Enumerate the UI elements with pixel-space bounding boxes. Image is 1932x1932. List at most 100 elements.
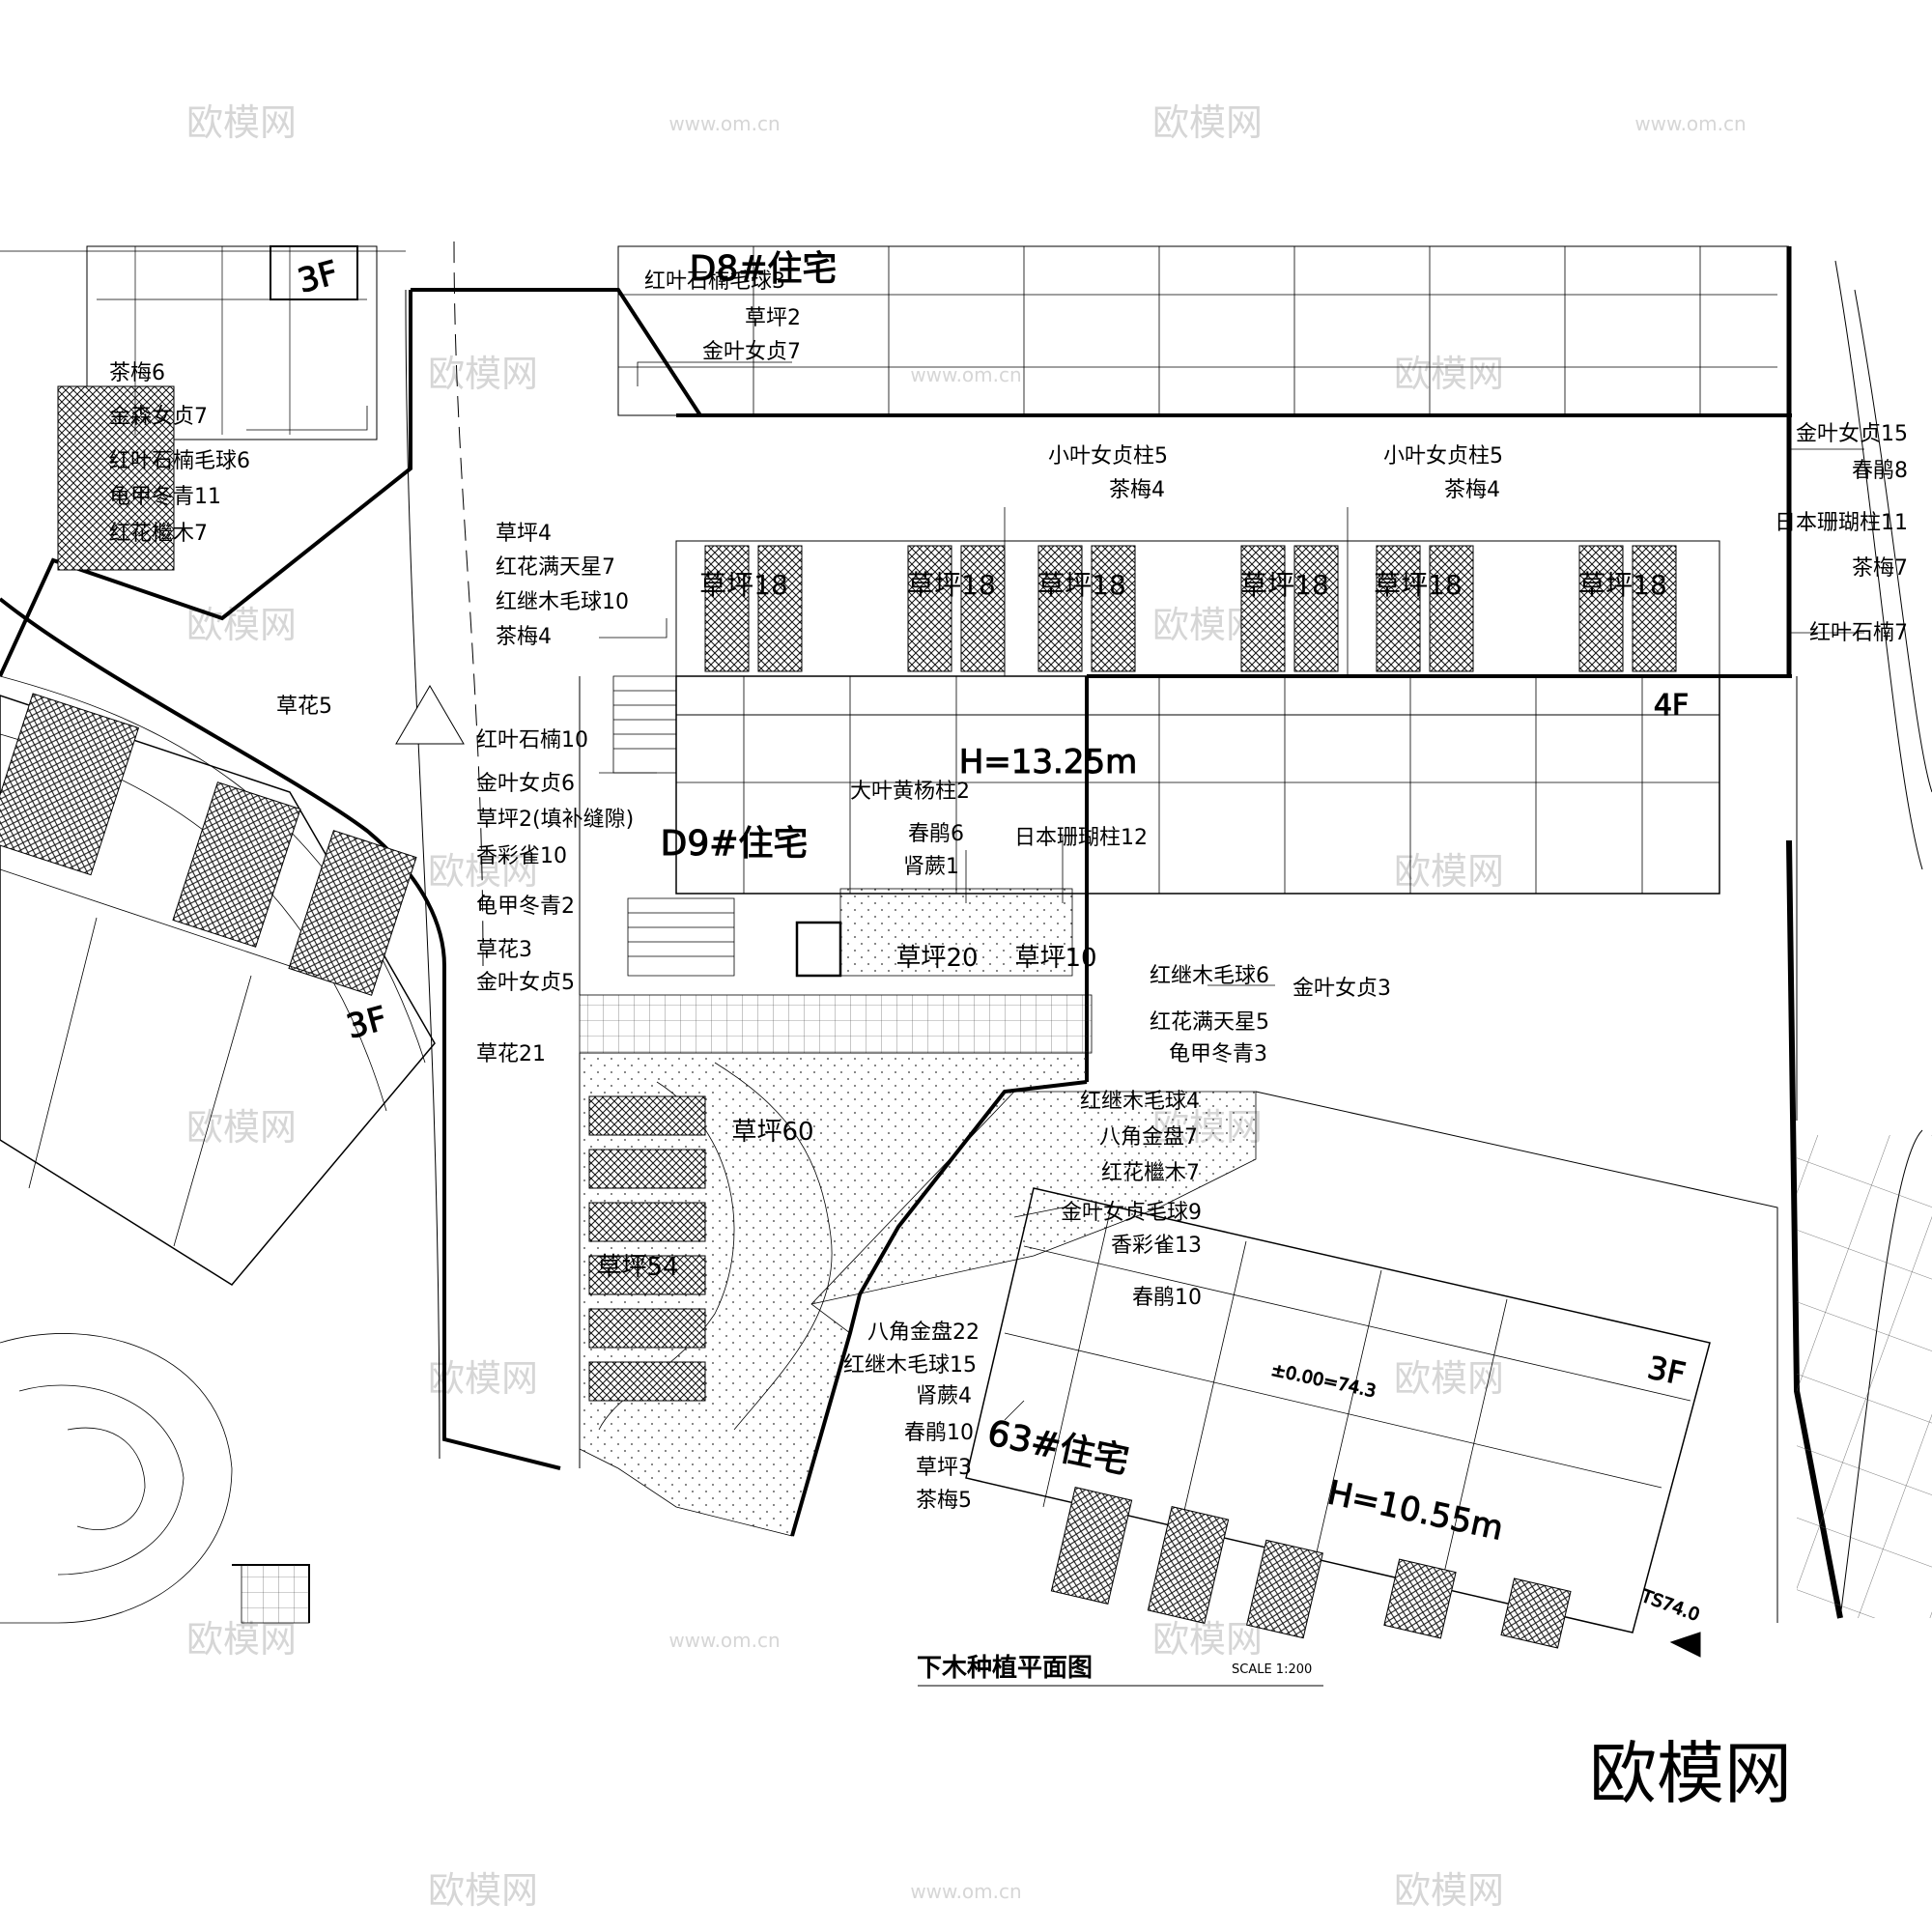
corner-logo-watermark: 欧模网 bbox=[1589, 1734, 1792, 1813]
watermark-logo: 欧模网 bbox=[1152, 1618, 1263, 1661]
plant-label: 春鹃10 bbox=[904, 1421, 974, 1445]
plant-label: 春鹃6 bbox=[908, 822, 964, 846]
building-63-name: 63#住宅 bbox=[984, 1413, 1132, 1482]
plant-label: 茶梅4 bbox=[1109, 478, 1165, 502]
building-d8-name: D8#住宅 bbox=[690, 249, 838, 289]
floor-count-label: 3F bbox=[1644, 1349, 1689, 1392]
plant-label: 红花满天星7 bbox=[496, 555, 615, 580]
plant-label: 红继木毛球4 bbox=[1080, 1090, 1200, 1114]
plant-label: 草坪2 bbox=[745, 306, 801, 330]
watermark-logo: 欧模网 bbox=[428, 353, 538, 395]
plant-label: 茶梅4 bbox=[496, 625, 552, 649]
watermark-logo: 欧模网 bbox=[186, 101, 297, 144]
plant-label: 红继木毛球6 bbox=[1150, 964, 1269, 988]
plant-label: 金叶女贞7 bbox=[702, 340, 801, 364]
watermark-logo: 欧模网 bbox=[1394, 1869, 1504, 1912]
lawn-label: 草坪18 bbox=[1240, 569, 1329, 601]
building-63-height: H=10.55m bbox=[1324, 1473, 1507, 1548]
plant-label: 红花檵木7 bbox=[1101, 1161, 1200, 1185]
lawn-label: 草坪18 bbox=[699, 569, 788, 601]
plant-label: 红花满天星5 bbox=[1150, 1010, 1269, 1035]
plant-label: 红叶石楠毛球6 bbox=[109, 449, 250, 473]
lawn-label: 草坪10 bbox=[1014, 944, 1096, 973]
plant-label: 大叶黄杨柱2 bbox=[850, 780, 970, 804]
floor-count-label: 3F bbox=[294, 253, 342, 300]
building-d8: D8#住宅 bbox=[617, 245, 1788, 417]
lawn-label: 草坪60 bbox=[731, 1118, 813, 1147]
title-block: 下木种植平面图 SCALE 1:200 bbox=[917, 1654, 1323, 1687]
plant-label: 红继木毛球15 bbox=[843, 1353, 977, 1378]
east-paving bbox=[1797, 1135, 1932, 1618]
plant-label: 草坪4 bbox=[496, 522, 552, 546]
plant-label: 金叶女贞6 bbox=[476, 772, 575, 796]
watermark-logo: 欧模网 bbox=[428, 1869, 538, 1912]
lawn-label: 草坪20 bbox=[895, 944, 978, 973]
plant-label: 小叶女贞柱5 bbox=[1383, 444, 1503, 469]
southwest-garden bbox=[0, 1333, 310, 1624]
plant-label: 红叶石楠毛球3 bbox=[644, 270, 785, 294]
watermark-logo: 欧模网 bbox=[1394, 1357, 1504, 1400]
plant-label: 草花5 bbox=[276, 695, 332, 719]
drawing-title: 下木种植平面图 bbox=[917, 1654, 1093, 1683]
plant-label: 春鹃10 bbox=[1132, 1286, 1202, 1310]
plant-label: 草花21 bbox=[476, 1042, 546, 1066]
central-garden bbox=[579, 1052, 1257, 1537]
plant-label: 茶梅6 bbox=[109, 361, 165, 385]
building-d9-height: H=13.25m bbox=[959, 743, 1138, 781]
floor-count-label: 3F bbox=[343, 999, 391, 1046]
plant-label: 草坪3 bbox=[916, 1456, 972, 1480]
plant-label: 龟甲冬青11 bbox=[109, 485, 221, 509]
watermark-logo: 欧模网 bbox=[1394, 353, 1504, 395]
plant-label: 春鹃8 bbox=[1852, 459, 1908, 483]
plant-label: 香彩雀13 bbox=[1111, 1234, 1202, 1258]
plant-label: 红叶石楠7 bbox=[1809, 621, 1908, 645]
site-level-label: TS74.0 bbox=[1637, 1585, 1702, 1625]
building-d9-name: D9#住宅 bbox=[661, 824, 809, 864]
lawn-label: 草坪18 bbox=[1578, 569, 1667, 601]
floor-count-label: 4F bbox=[1654, 689, 1689, 723]
lawn-label: 草坪18 bbox=[907, 569, 996, 601]
plant-label: 龟甲冬青3 bbox=[1169, 1042, 1267, 1066]
plant-label: 红叶石楠10 bbox=[476, 728, 588, 753]
site-level-label: ±0.00=74.3 bbox=[1269, 1360, 1378, 1402]
watermark-url: www.om.cn bbox=[1634, 112, 1746, 135]
plant-label: 小叶女贞柱5 bbox=[1048, 444, 1168, 469]
plant-label: 香彩雀10 bbox=[476, 844, 567, 868]
plant-label: 金叶女贞15 bbox=[1796, 422, 1908, 446]
plant-label: 金叶女贞5 bbox=[476, 971, 575, 995]
leader-lines bbox=[246, 361, 1864, 1421]
lawn-label: 草坪18 bbox=[1374, 569, 1463, 601]
plant-label: 金叶女贞3 bbox=[1293, 977, 1391, 1001]
planting-labels: 红叶石楠毛球3 草坪2 金叶女贞7 茶梅6 金森女贞7 红叶石楠毛球6 龟甲冬青… bbox=[109, 270, 1908, 1513]
plant-label: 肾蕨1 bbox=[903, 855, 959, 879]
plant-label: 肾蕨4 bbox=[916, 1384, 972, 1408]
plant-label: 龟甲冬青2 bbox=[476, 895, 575, 919]
watermark-logo: 欧模网 bbox=[186, 1618, 297, 1661]
plant-label: 草坪2(填补缝隙) bbox=[476, 808, 634, 832]
watermark-url: www.om.cn bbox=[668, 1629, 780, 1652]
building-west: 3F bbox=[0, 693, 436, 1286]
building-northwest: 3F bbox=[57, 245, 378, 571]
plant-label: 红继木毛球10 bbox=[496, 590, 629, 614]
plant-label: 日本珊瑚柱11 bbox=[1775, 511, 1908, 535]
watermark-url: www.om.cn bbox=[910, 1880, 1021, 1903]
building-d9: H=13.25m D9#住宅 4F bbox=[579, 540, 1792, 1468]
traffic-island bbox=[395, 685, 465, 745]
plant-label: 红花檵木7 bbox=[109, 522, 208, 546]
watermark-logo: 欧模网 bbox=[428, 850, 538, 893]
watermark-logo: 欧模网 bbox=[1152, 101, 1263, 144]
plant-label: 八角金盘7 bbox=[1099, 1125, 1198, 1150]
plant-label: 草花3 bbox=[476, 938, 532, 962]
watermark-logo: 欧模网 bbox=[1394, 850, 1504, 893]
plant-label: 金叶女贞毛球9 bbox=[1061, 1201, 1202, 1225]
plant-label: 茶梅5 bbox=[916, 1489, 972, 1513]
plant-label: 八角金盘22 bbox=[867, 1321, 980, 1345]
lawn-label: 草坪18 bbox=[1037, 569, 1126, 601]
plant-label: 日本珊瑚柱12 bbox=[1014, 826, 1148, 850]
plant-label: 茶梅4 bbox=[1444, 478, 1500, 502]
watermark-logo: 欧模网 bbox=[186, 1106, 297, 1149]
watermark-url: www.om.cn bbox=[668, 112, 780, 135]
plant-label: 金森女贞7 bbox=[109, 405, 208, 429]
